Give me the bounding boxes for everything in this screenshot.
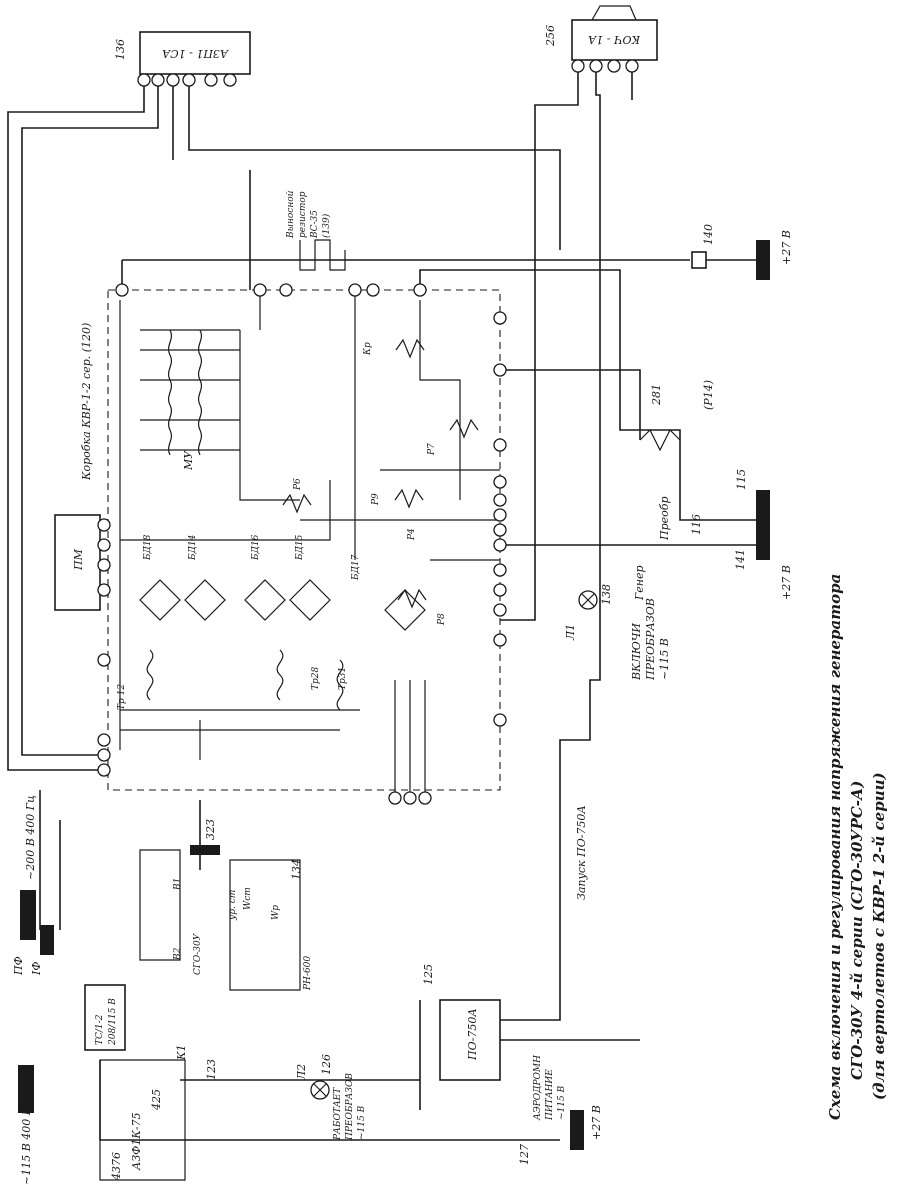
resistor-l3: ВС-35 [310,210,320,239]
svg-text:126: 126 [320,1054,333,1075]
svg-text:В1: В1 [173,878,183,891]
svg-text:Р8: Р8 [437,613,447,626]
svg-text:Тр28: Тр28 [311,667,321,690]
wr-label: Wр [271,905,281,920]
lamp-work-l3: ~115 В [357,1105,367,1140]
start-po-label: Запуск ПО-750А [575,805,588,900]
svg-text:БД14: БД14 [188,534,198,561]
inside-components: МУ БД18 БД14 БД16 БД15 БД17 Тр 12 Тр28 Т… [54,190,500,800]
p27-bot: +27 В [590,1105,603,1140]
right-side: +27 В 140 (Р14) 281 +27 В 115 141 116 Пр… [564,224,793,681]
svg-text:БД16: БД16 [251,534,261,561]
urst-label: ур. ст [228,890,238,921]
ts-l1: ТС/1-2 [95,1014,105,1045]
gp-l1: АЭРОДРОМН [533,1055,543,1121]
kch-unit: КОЧ - 1А 256 [544,5,658,73]
svg-text:281: 281 [650,384,663,406]
ts-l2: 208/115 В [108,998,118,1046]
box-label: Коробка КВР-1-2 сер. (120) [80,323,93,481]
lamp-work-l2: ПРЕОБРАЗОВ [345,1073,355,1141]
outer-wiring [7,72,770,1141]
box-terminals [97,283,507,805]
svg-text:134: 134 [290,859,303,880]
svg-text:БД17: БД17 [351,554,361,581]
lamp-on-l2: ПРЕОБРАЗОВ [644,598,657,681]
gp-l2: ПИТАНИЕ [545,1069,555,1121]
title-line2: СГО-30У 4-й серии (СГО-30УРС-А) [848,781,866,1080]
svg-text:138: 138 [600,584,613,605]
resistor-l2: резистор [298,191,308,238]
azp-unit: АЗП1 - 1СА 136 [114,31,251,87]
lamp-work-l1: РАБОТАЕТ [333,1087,343,1141]
svg-text:К1: К1 [175,1044,188,1061]
azfk-name: АЗФ1К-75 [130,1112,143,1171]
svg-text:Р6: Р6 [293,478,303,491]
gen-sgo-label: СГО-30У [193,932,203,975]
gener-label: Генер [633,565,646,601]
svg-text:425: 425 [150,1089,163,1111]
left-side: ~200 В 400 Гц ПФ IФ ~115 В 400 Гц ТС/1-2… [12,795,603,1185]
if-label: IФ [30,962,43,976]
resistor-l4: (139) [321,213,332,238]
svg-text:Р7: Р7 [427,443,437,456]
wst-label: Wст [243,887,253,910]
p27-top: +27 В [780,230,793,265]
pf-label: ПФ [12,956,25,976]
svg-text:Р9: Р9 [371,493,381,506]
svg-text:БД15: БД15 [295,534,305,561]
svg-text:Тр31: Тр31 [338,667,348,690]
p27-mid: +27 В [780,565,793,600]
svg-text:В2: В2 [173,947,183,961]
svg-text:140: 140 [702,224,715,245]
svg-text:Л2: Л2 [295,1064,308,1081]
mu-label: МУ [182,450,195,471]
svg-text:123: 123 [205,1059,218,1080]
azp-unit-name: АЗП1 - 1СА [162,47,229,60]
svg-text:127: 127 [518,1144,531,1165]
svg-text:Тр 12: Тр 12 [117,684,127,710]
svg-text:БД18: БД18 [143,534,153,561]
kch-unit-name: КОЧ - 1А [588,33,641,46]
preobr-label: Преобр [658,496,671,541]
gp-l3: ~115 В [557,1085,567,1120]
svg-text:115: 115 [735,469,748,490]
svg-text:323: 323 [204,819,217,840]
ac200-label: ~200 В 400 Гц [24,795,37,880]
svg-text:4376: 4376 [110,1152,123,1181]
po750-name: ПО-750А [466,1008,479,1061]
svg-text:141: 141 [734,549,747,570]
ac115-label: ~115 В 400 Гц [20,1100,33,1185]
resistor-l1: Выносной [286,190,296,239]
title-line1: Схема включения и регулирования напряжен… [826,574,844,1120]
pm-label: ПМ [72,548,85,571]
azp-unit-num: 136 [114,39,127,60]
title-line3: (для вертолетов с КВР-1 2-й серии) [870,772,888,1100]
svg-text:116: 116 [690,514,703,535]
svg-text:Р4: Р4 [407,528,417,541]
lamp-on-l1: ВКЛЮЧИ [630,623,643,681]
svg-text:(Р14): (Р14) [702,380,715,410]
rn600-label: РН-600 [303,956,313,991]
svg-text:Кр: Кр [363,342,373,356]
svg-text:Л1: Л1 [564,624,577,641]
lamp-on-l3: ~115 В [658,638,671,680]
kch-unit-num: 256 [544,25,557,47]
title-block: Схема включения и регулирования напряжен… [826,574,888,1120]
po750-num: 125 [422,964,435,985]
